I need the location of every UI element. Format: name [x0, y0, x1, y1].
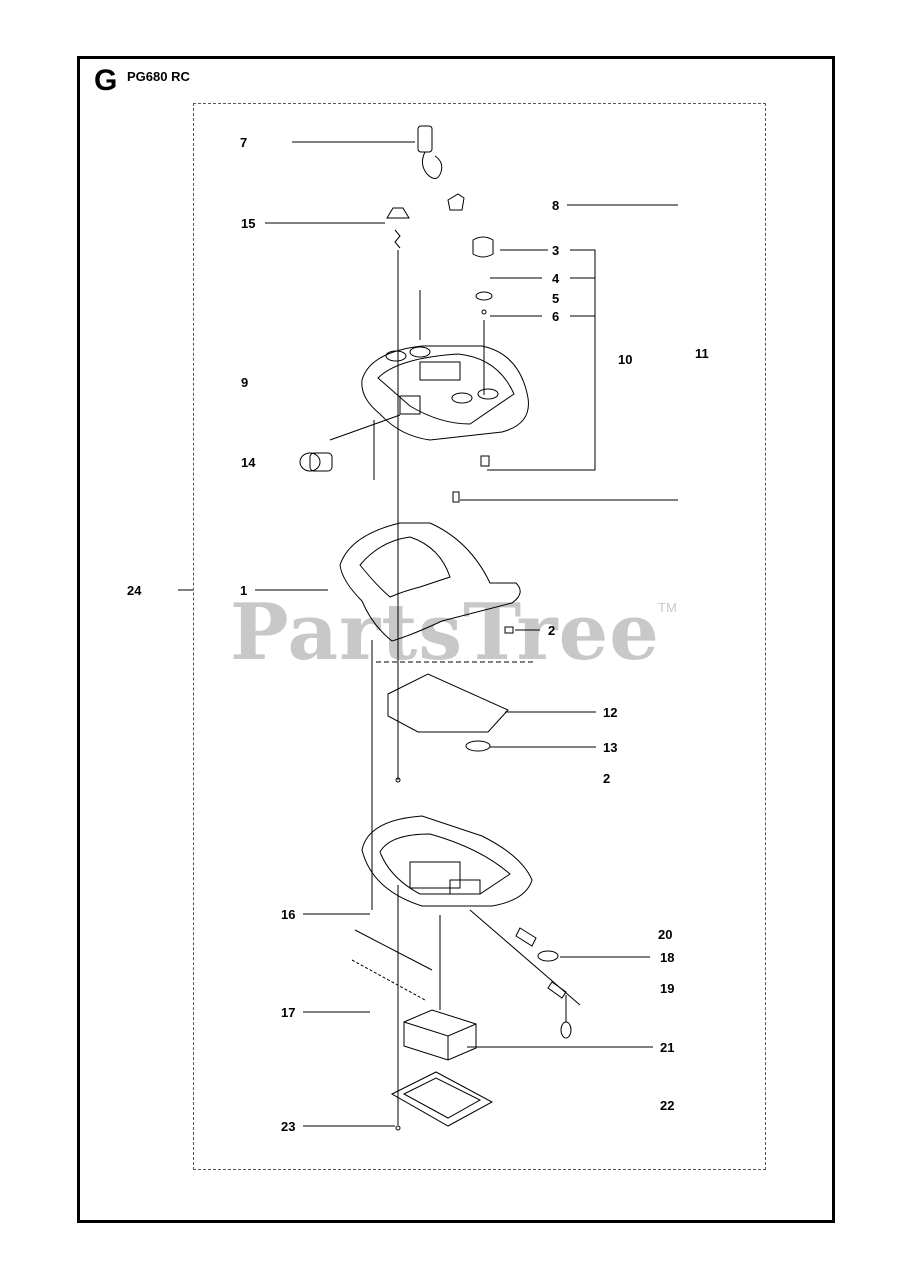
callout-6: 6 [552, 309, 560, 324]
watermark-tm: TM [658, 600, 677, 615]
callout-18: 18 [660, 950, 675, 965]
callout-20: 20 [658, 927, 673, 942]
callout-2-lower: 2 [603, 771, 611, 786]
callout-13: 13 [603, 740, 618, 755]
callout-4: 4 [552, 271, 560, 286]
diagram-frame [77, 56, 835, 1223]
callout-14: 14 [241, 455, 256, 470]
callout-8: 8 [552, 198, 560, 213]
assembly-boundary [193, 103, 766, 1170]
callout-24: 24 [127, 583, 142, 598]
watermark: PartsTree [230, 587, 660, 678]
callout-5: 5 [552, 291, 560, 306]
callout-17: 17 [281, 1005, 296, 1020]
callout-10: 10 [618, 352, 633, 367]
callout-22: 22 [660, 1098, 675, 1113]
callout-1: 1 [240, 583, 248, 598]
callout-3: 3 [552, 243, 560, 258]
callout-7: 7 [240, 135, 248, 150]
model-title: PG680 RC [127, 69, 190, 84]
section-letter: G [94, 64, 118, 97]
callout-9: 9 [241, 375, 249, 390]
callout-11: 11 [695, 346, 709, 361]
callout-19: 19 [660, 981, 675, 996]
callout-23: 23 [281, 1119, 296, 1134]
bracket-3-6 [487, 249, 596, 471]
callout-12: 12 [603, 705, 618, 720]
callout-21: 21 [660, 1040, 675, 1055]
callout-15: 15 [241, 216, 256, 231]
callout-16: 16 [281, 907, 296, 922]
callout-2-upper: 2 [548, 623, 556, 638]
